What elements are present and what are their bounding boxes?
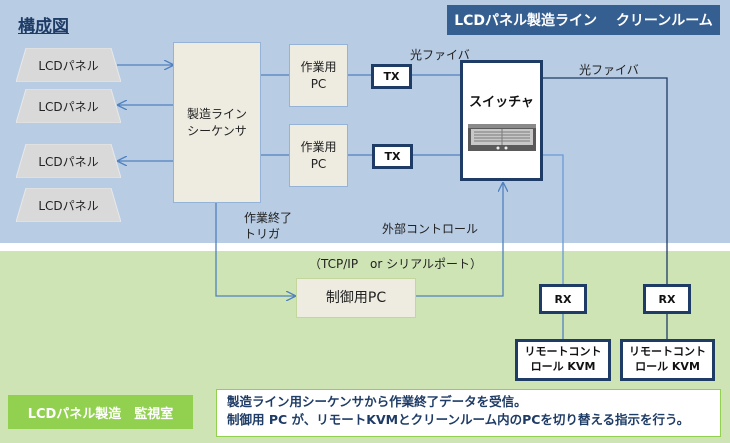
work-pc-label: PC	[310, 76, 327, 91]
line-external-control	[416, 183, 503, 297]
lcd-panel-2: LCDパネル	[16, 89, 121, 123]
description-line2: 制御用 PC が、リモートKVMとクリーンルーム内のPCを切り替える指示を行う。	[227, 412, 690, 428]
work-pc-1: 作業用 PC	[289, 44, 348, 107]
sequencer-box: 製造ライン シーケンサ	[173, 42, 261, 203]
trigger-label-line1: 作業終了	[244, 211, 293, 225]
line-switch-to-rx2	[542, 77, 668, 285]
kvm-label: ロール KVM	[635, 360, 700, 373]
lcd-panel-label: LCDパネル	[38, 99, 99, 114]
tx-1: TX	[371, 64, 412, 89]
lcd-panel-label: LCDパネル	[38, 198, 99, 213]
clean-room-label: LCDパネル製造ライン クリーンルーム	[447, 5, 720, 35]
work-pc-label: 作業用	[300, 60, 337, 75]
control-pc-box: 制御用PC	[296, 278, 416, 318]
lcd-panel-label: LCDパネル	[38, 58, 99, 73]
remote-kvm-1: リモートコント ロール KVM	[515, 339, 611, 381]
clean-room-zone	[0, 0, 730, 243]
switcher-label: スイッチャ	[469, 95, 534, 110]
remote-kvm-2: リモートコント ロール KVM	[620, 339, 715, 381]
rx-2: RX	[643, 284, 691, 314]
fiber-label-1: 光ファイバ	[410, 48, 470, 62]
kvm-label: リモートコント	[524, 345, 602, 359]
rack-device-icon	[467, 124, 536, 151]
line-switch-to-rx1	[542, 154, 564, 285]
lcd-panel-4: LCDパネル	[16, 188, 121, 222]
kvm-label: ロール KVM	[530, 360, 596, 373]
external-control-label: 外部コントロール	[382, 222, 479, 236]
description-line1: 製造ライン用シーケンサから作業終了データを受信。	[227, 394, 527, 409]
sequencer-label-line1: 製造ライン	[186, 107, 247, 122]
lcd-panel-1: LCDパネル	[16, 48, 121, 82]
work-pc-label: PC	[310, 156, 327, 171]
lcd-panel-3: LCDパネル	[16, 144, 121, 178]
rx-1: RX	[539, 284, 587, 314]
trigger-label-line2: トリガ	[244, 227, 281, 242]
sequencer-label-line2: シーケンサ	[187, 123, 247, 138]
kvm-label: リモートコント	[629, 345, 706, 359]
work-pc-label: 作業用	[300, 140, 337, 155]
protocol-label: （TCP/IP or シリアルポート）	[309, 257, 483, 271]
line-trigger	[215, 203, 295, 296]
monitor-room-label: LCDパネル製造 監視室	[8, 395, 193, 429]
tx-2: TX	[372, 144, 413, 169]
trigger-label: 作業終了 トリガ	[244, 210, 292, 242]
lcd-panel-label: LCDパネル	[38, 154, 99, 169]
work-pc-2: 作業用 PC	[289, 124, 348, 187]
fiber-label-2: 光ファイバ	[579, 63, 639, 77]
page-title: 構成図	[18, 17, 69, 37]
switcher-box: スイッチャ	[460, 60, 543, 181]
description-box: 製造ライン用シーケンサから作業終了データを受信。 制御用 PC が、リモートKV…	[216, 389, 721, 437]
